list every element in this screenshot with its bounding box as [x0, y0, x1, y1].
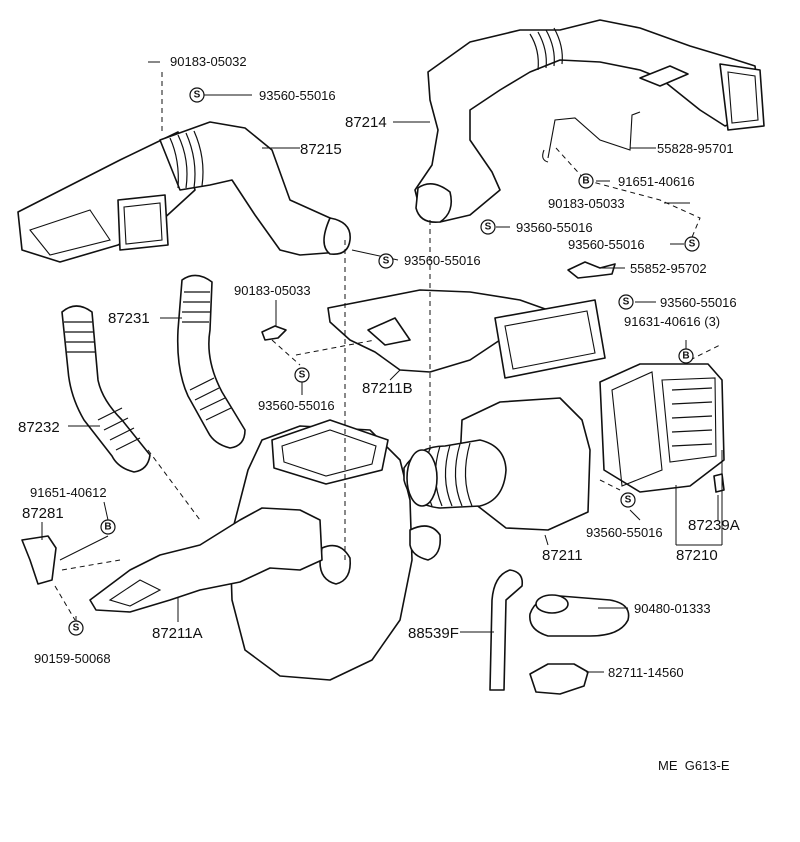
- svg-text:S: S: [625, 495, 632, 506]
- callout-87239A: 87239A: [688, 517, 740, 534]
- callout-87215: 87215: [300, 141, 342, 158]
- svg-text:S: S: [485, 222, 492, 233]
- callout-93560-55016: 93560-55016: [404, 253, 481, 268]
- callout-93560-55016: 93560-55016: [586, 525, 663, 540]
- screw-symbol-icon: S: [620, 492, 636, 508]
- svg-text:S: S: [299, 370, 306, 381]
- clip-90183-05033: [261, 325, 287, 341]
- screw-symbol-icon: S: [618, 294, 634, 310]
- duct-87215: [17, 121, 351, 263]
- screw-symbol-icon: S: [189, 87, 205, 103]
- callout-91651-40616: 91651-40616: [618, 174, 695, 189]
- callout-87281: 87281: [22, 505, 64, 522]
- svg-text:B: B: [104, 522, 111, 533]
- callout-93560-55016: 93560-55016: [259, 88, 336, 103]
- screw-symbol-icon: S: [378, 253, 394, 269]
- screw-symbol-icon: S: [684, 236, 700, 252]
- callout-90159-50068: 90159-50068: [34, 651, 111, 666]
- callout-87211A: 87211A: [152, 625, 203, 642]
- hose-87232: [61, 305, 151, 473]
- case-87210: [599, 363, 725, 493]
- callout-87231: 87231: [108, 310, 150, 327]
- svg-text:B: B: [682, 351, 689, 362]
- callout-93560-55016: 93560-55016: [258, 398, 335, 413]
- callout-87232: 87232: [18, 419, 60, 436]
- hose-87231: [176, 274, 246, 449]
- case-87211: [403, 397, 591, 531]
- callout-91631-40616: 91631-40616 (3): [624, 314, 720, 329]
- bracket-55852: [567, 261, 616, 279]
- hose-88539F: [489, 569, 524, 691]
- svg-text:S: S: [623, 297, 630, 308]
- callout-87214: 87214: [345, 114, 387, 131]
- callout-93560-55016: 93560-55016: [660, 295, 737, 310]
- callout-87211B: 87211B: [362, 380, 413, 397]
- screw-symbol-icon: S: [68, 620, 84, 636]
- bolt-symbol-icon: B: [100, 519, 116, 535]
- callout-93560-55016: 93560-55016: [516, 220, 593, 235]
- callout-90183-05033: 90183-05033: [548, 196, 625, 211]
- duct-87211A: [89, 507, 323, 613]
- callout-90183-05032: 90183-05032: [170, 54, 247, 69]
- callout-82711-14560: 82711-14560: [608, 665, 684, 680]
- wire-clip-55828: [542, 111, 641, 163]
- svg-text:S: S: [689, 239, 696, 250]
- svg-text:S: S: [73, 623, 80, 634]
- callout-91651-40612: 91651-40612: [30, 485, 107, 500]
- screw-symbol-icon: S: [480, 219, 496, 235]
- callout-87211: 87211: [542, 547, 583, 564]
- leader-lines: [41, 61, 723, 673]
- callout-87210: 87210: [676, 547, 718, 564]
- bolt-symbol-icon: B: [578, 173, 594, 189]
- connector-82711: [529, 663, 589, 695]
- assembly-lines: [54, 72, 721, 621]
- callout-93560-55016: 93560-55016: [568, 237, 645, 252]
- diagram-code: ME G613-E: [658, 758, 730, 773]
- duct-87214: [414, 19, 765, 224]
- svg-text:B: B: [582, 176, 589, 187]
- callout-88539F: 88539F: [408, 625, 459, 642]
- grommet-90480: [529, 594, 630, 637]
- callout-55828-95701: 55828-95701: [657, 141, 734, 156]
- svg-text:S: S: [194, 90, 201, 101]
- callout-90480-01333: 90480-01333: [634, 601, 711, 616]
- bolt-symbol-icon: B: [678, 348, 694, 364]
- duct-87211B: [327, 289, 606, 379]
- screw-symbol-icon: S: [294, 367, 310, 383]
- bracket-87281: [21, 535, 57, 585]
- callout-55852-95702: 55852-95702: [630, 261, 707, 276]
- svg-text:S: S: [383, 256, 390, 267]
- callout-90183-05033: 90183-05033: [234, 283, 311, 298]
